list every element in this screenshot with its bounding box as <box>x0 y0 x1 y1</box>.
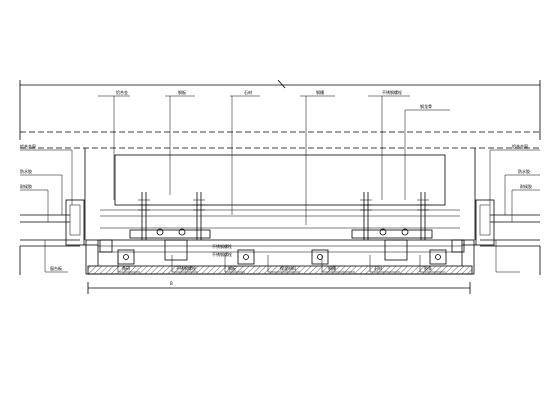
bolt <box>360 192 372 240</box>
channel-anchors <box>117 249 447 265</box>
leaders-top <box>98 95 450 225</box>
dimension-label: B <box>170 281 173 286</box>
wall-lines <box>19 246 541 275</box>
callout-top-4: 钢槽 <box>316 89 324 95</box>
bolt <box>193 192 205 240</box>
leaders-bottom <box>44 240 520 273</box>
left-window-frame <box>20 199 98 247</box>
callout-top-5: 不锈钢螺栓 <box>382 89 402 95</box>
brackets <box>129 228 433 261</box>
callout-top-2: 钢板 <box>178 89 186 95</box>
callout-right-3: 耐候胶 <box>520 183 532 189</box>
inner-note-1: 不锈钢螺栓 <box>212 243 232 249</box>
callout-top-6: 钢龙骨 <box>420 103 432 109</box>
bottom-dimension <box>87 282 471 294</box>
callout-left-3: 耐候胶 <box>20 183 32 189</box>
upper-frame <box>84 148 476 240</box>
callout-bottom-3: 不锈钢螺栓 <box>176 265 196 271</box>
dashed-guides <box>20 131 540 149</box>
callout-bottom-8: 胶条 <box>424 265 432 271</box>
leaders-side <box>20 149 540 222</box>
left-labels: 铝合金窗 防水胶 耐候胶 <box>20 143 36 189</box>
callout-bottom-7: 石材 <box>374 265 382 271</box>
bolt <box>417 192 429 240</box>
callout-bottom-2: 角码 <box>122 265 130 271</box>
anchor-bolts <box>138 192 429 240</box>
callout-bottom-4: 钢板 <box>228 265 236 271</box>
top-dimension <box>19 79 541 140</box>
callout-top-1: 铝合金 <box>116 89 128 95</box>
right-labels: 铝合金窗 防水胶 耐候胶 <box>512 143 532 189</box>
callout-left-2: 防水胶 <box>20 168 32 174</box>
callout-right-2: 防水胶 <box>518 168 530 174</box>
callout-right-1: 铝合金窗 <box>512 143 528 149</box>
lower-channel <box>85 239 475 275</box>
bottom-labels: 窗台板 角码 不锈钢螺栓 钢板 保温材料 钢槽 石材 胶条 <box>50 265 432 271</box>
callout-bottom-1: 窗台板 <box>50 265 62 271</box>
inner-note-2: 不锈钢螺栓 <box>212 251 232 257</box>
callout-top-3: 石材 <box>244 89 252 95</box>
top-labels: 铝合金 钢板 石材 钢槽 不锈钢螺栓 钢龙骨 <box>116 89 432 109</box>
right-window-frame <box>462 199 540 247</box>
inner-notes: 不锈钢螺栓 不锈钢螺栓 <box>212 243 232 257</box>
bolt <box>138 192 150 240</box>
callout-bottom-5: 保温材料 <box>280 265 296 271</box>
callout-left-1: 铝合金窗 <box>20 143 36 149</box>
callout-bottom-6: 钢槽 <box>328 265 336 271</box>
